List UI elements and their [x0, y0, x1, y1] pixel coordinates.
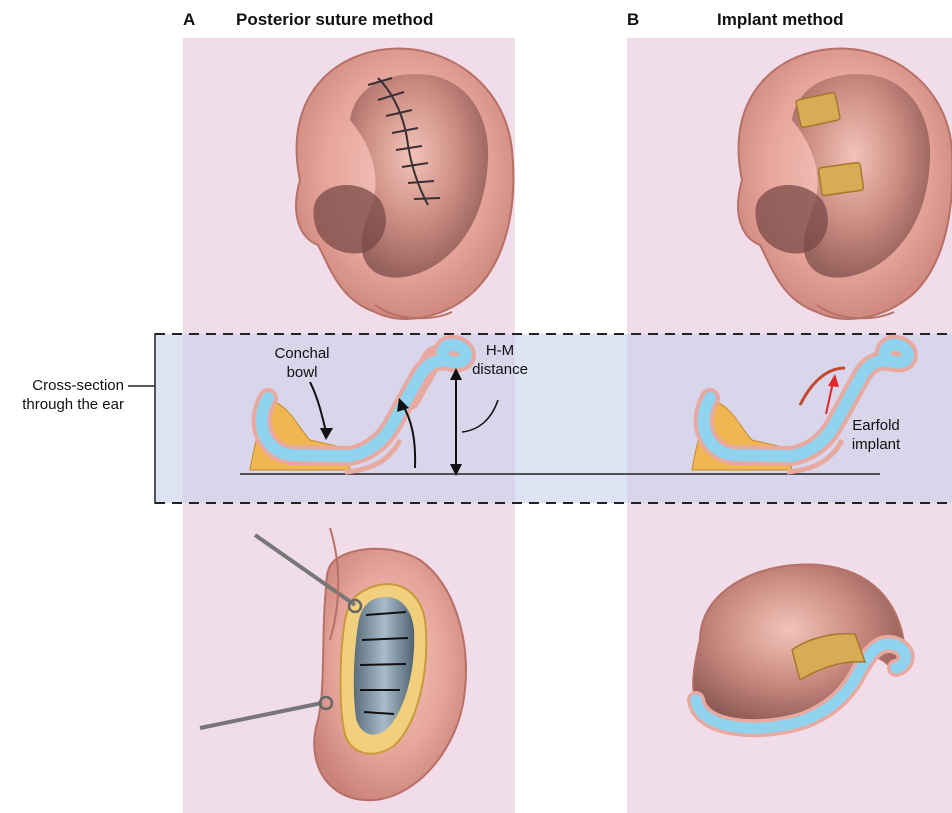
earfold-implant-label: Earfold implant [836, 416, 916, 454]
ear-b-illustration [738, 48, 952, 318]
side-bracket [155, 334, 165, 503]
ear-a-illustration [296, 48, 513, 318]
panel-a-title: Posterior suture method [236, 10, 433, 30]
panel-b-letter: B [627, 10, 639, 30]
conchal-arrow [310, 382, 326, 432]
conchal-bowl-label: Conchal bowl [262, 344, 342, 382]
retractor-lower-rod [200, 703, 322, 728]
surgical-view-a [200, 528, 466, 800]
implant-line-2: implant [836, 435, 916, 454]
ear-b-implant-lower [818, 162, 863, 196]
side-label-line-1: Cross-section [4, 376, 124, 395]
conchal-arrow-head [320, 428, 333, 440]
cross-section-side-label: Cross-section through the ear [4, 376, 124, 414]
conchal-line-1: Conchal [262, 344, 342, 363]
hm-line-2: distance [460, 360, 540, 379]
conchal-line-2: bowl [262, 363, 342, 382]
implant-line-1: Earfold [836, 416, 916, 435]
hm-line-1: H-M [460, 341, 540, 360]
hm-distance-label: H-M distance [460, 341, 540, 379]
hm-leader [462, 400, 498, 432]
implant-red-arrow-head [828, 374, 839, 387]
panel-a-letter: A [183, 10, 195, 30]
panel-b-title: Implant method [717, 10, 844, 30]
side-label-line-2: through the ear [4, 395, 124, 414]
implant-view-b [693, 564, 905, 728]
